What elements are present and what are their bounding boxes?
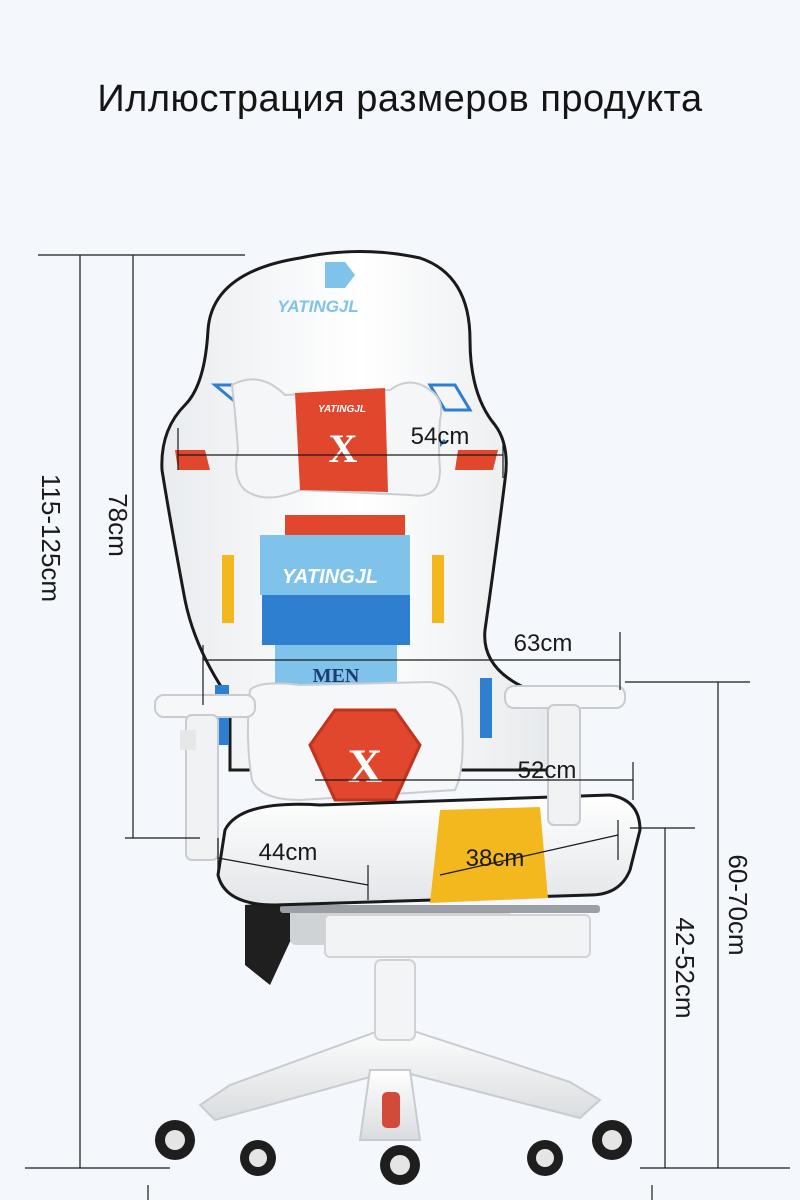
dimension-labels: 115-125cm 78cm 54cm 63cm 52cm 44cm 38cm … (36, 423, 753, 1019)
dimension-lines (25, 254, 790, 1200)
chair: YATINGJL YATINGJL MEN YATINGJL X (154, 250, 642, 1185)
wheel (155, 1120, 195, 1160)
footrest (280, 905, 600, 958)
seat-height-label: 42-52cm (670, 917, 700, 1018)
seat-stripe-line (439, 834, 619, 876)
armrest-height-label: 60-70cm (723, 854, 753, 955)
seat-width-label: 52cm (518, 757, 577, 784)
wheel (240, 1140, 276, 1176)
seat-depth-label: 44cm (259, 839, 318, 866)
pillow-mark: X (329, 426, 358, 471)
page-title: Иллюстрация размеров продукта (97, 78, 703, 120)
headrest-logo: YATINGJL (277, 297, 359, 316)
pillow-logo: YATINGJL (318, 404, 366, 415)
armrest-left (154, 694, 256, 861)
backrest-logo: YATINGJL (282, 566, 378, 588)
wheelbase (155, 959, 632, 1185)
total-height-label: 115-125cm (36, 474, 66, 602)
wheel (592, 1120, 632, 1160)
armrest-right (504, 685, 626, 826)
seat-depth-line (217, 857, 369, 886)
lumbar-pillow: X (246, 680, 464, 802)
seat-stripe-label: 38cm (466, 845, 525, 872)
neck-pillow: YATINGJL X (230, 378, 443, 499)
lumbar-mark: X (348, 740, 383, 793)
back-height-label: 78cm (103, 493, 133, 557)
armrest-span-label: 63cm (514, 630, 573, 657)
wheel (380, 1145, 420, 1185)
back-width-label: 54cm (411, 423, 470, 450)
backrest-badge: MEN (313, 665, 360, 687)
backrest-center-panel: YATINGJL MEN (260, 515, 410, 690)
wheel (527, 1140, 563, 1176)
